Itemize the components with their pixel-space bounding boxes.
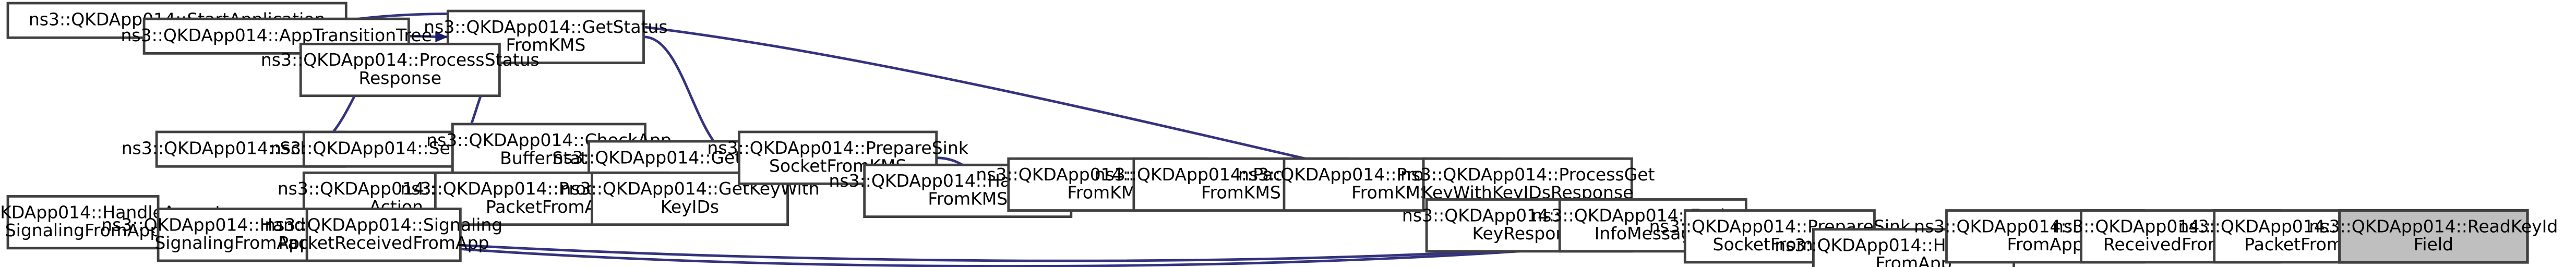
node-label: Response bbox=[359, 68, 442, 88]
graph-node-handleacceptsig[interactable]: ns3::QKDApp014::HandleAcceptSignalingFro… bbox=[0, 195, 222, 250]
graph-node-apptransition[interactable]: ns3::QKDApp014::AppTransitionTree bbox=[121, 17, 432, 55]
node-box bbox=[305, 208, 462, 262]
node-label: ns3::QKDApp014::ProcessStatus bbox=[261, 50, 540, 70]
node-label: ns3::QKDApp014::Signaling bbox=[265, 214, 502, 235]
node-label: FromKMS bbox=[1201, 183, 1281, 203]
node-label: ns3::QKDApp014::ReadKeyId bbox=[2309, 216, 2558, 236]
node-label: FromKMS bbox=[928, 189, 1008, 209]
node-label: ns3::QKDApp014::GetStatus bbox=[424, 17, 668, 37]
node-label: FromApp bbox=[1875, 253, 1951, 267]
graph-node-signalpktrec[interactable]: ns3::QKDApp014::SignalingPacketReceivedF… bbox=[265, 208, 502, 262]
node-box bbox=[2338, 209, 2529, 264]
node-label: PacketReceivedFromApp bbox=[278, 233, 489, 253]
node-label: FromKMS bbox=[506, 35, 586, 55]
node-label: FromApp bbox=[2007, 234, 2083, 254]
node-label: Field bbox=[2414, 234, 2453, 254]
node-label: BufferState bbox=[500, 148, 598, 168]
node-label: ns3::QKDApp014::AppTransitionTree bbox=[121, 25, 432, 45]
node-label: SignalingFromApp bbox=[154, 233, 310, 253]
node-label: ns3::QKDApp014::ProcessGet bbox=[1400, 164, 1655, 185]
node-box bbox=[157, 208, 308, 262]
node-label: KeyIDs bbox=[661, 197, 719, 217]
node-label: SignalingFromApp bbox=[5, 220, 161, 240]
node-box bbox=[299, 42, 501, 98]
node-label: ns3::QKDApp014::PrepareSink bbox=[707, 138, 968, 158]
arrow-head-icon bbox=[435, 31, 448, 43]
node-label: FromKMS bbox=[1351, 183, 1431, 203]
node-box bbox=[446, 9, 645, 64]
